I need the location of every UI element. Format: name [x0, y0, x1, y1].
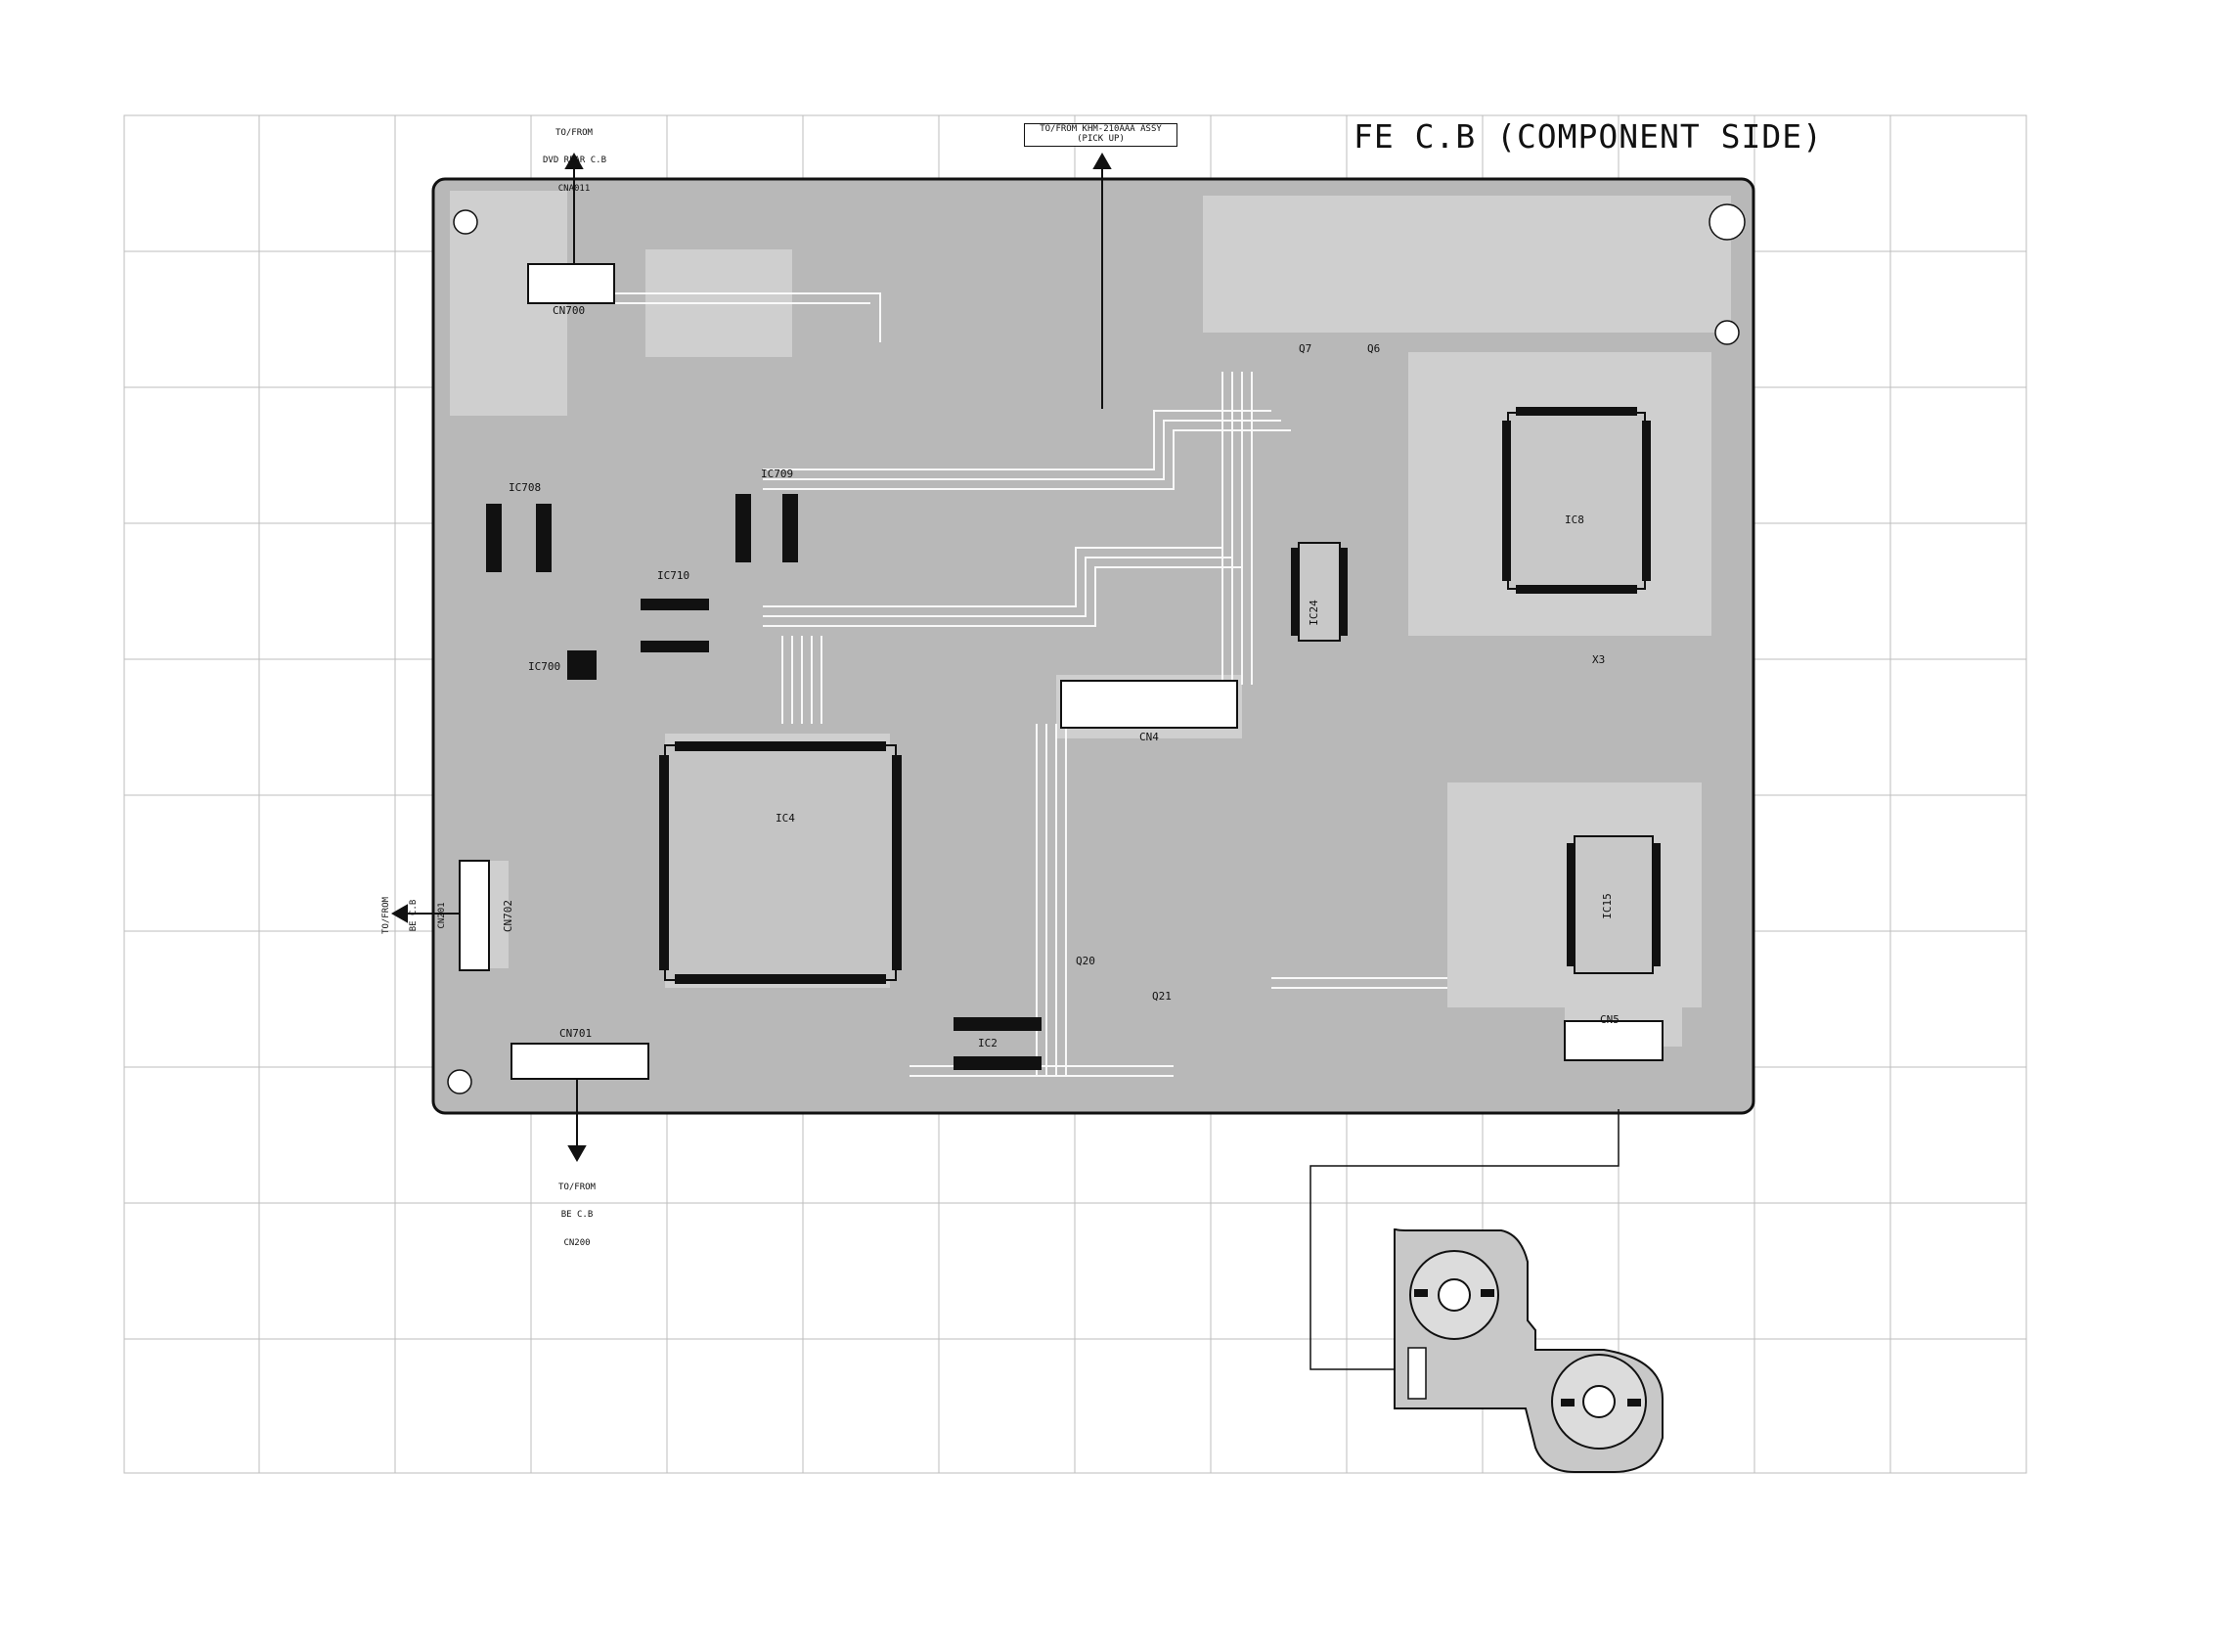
label-q7: Q7 — [1299, 342, 1311, 355]
note-bottom: TO/FROM BE C.B CN200 — [548, 1165, 606, 1267]
note-line: (PICK UP) — [1025, 135, 1176, 145]
label-cn4: CN4 — [1139, 731, 1159, 743]
diagram-title: FE C.B (COMPONENT SIDE) — [1354, 117, 1823, 156]
label-cn700: CN700 — [553, 304, 585, 317]
note-line: TO/FROM — [548, 1183, 606, 1192]
label-ic700: IC700 — [528, 660, 560, 673]
label-q21: Q21 — [1152, 990, 1172, 1003]
label-ic24: IC24 — [1308, 600, 1320, 626]
ic8-package — [1502, 407, 1651, 594]
note-top-center: TO/FROM KHM-210AAA ASSY (PICK UP) — [1024, 123, 1177, 147]
label-q20: Q20 — [1076, 955, 1095, 967]
label-cn702: CN702 — [502, 900, 514, 932]
label-ic710: IC710 — [657, 569, 689, 582]
note-left: TO/FROM BE C.B CN201 — [364, 886, 466, 945]
note-top-left: TO/FROM DVD REAR C.B CNA011 — [543, 111, 605, 212]
label-cn5: CN5 — [1600, 1013, 1620, 1026]
label-ic15: IC15 — [1601, 893, 1614, 919]
label-ic709: IC709 — [761, 468, 793, 480]
note-line: BE C.B — [548, 1211, 606, 1220]
label-q6: Q6 — [1367, 342, 1380, 355]
label-ic708: IC708 — [509, 481, 541, 494]
note-line: TO/FROM — [543, 129, 605, 138]
sub-board — [1395, 1228, 1663, 1472]
label-ic8: IC8 — [1565, 513, 1584, 526]
ic15-package — [1567, 836, 1661, 973]
note-line: CN201 — [438, 886, 447, 945]
label-ic4: IC4 — [776, 812, 795, 825]
label-ic2: IC2 — [978, 1037, 998, 1049]
note-line: DVD REAR C.B — [543, 156, 605, 165]
label-x3: X3 — [1592, 653, 1605, 666]
note-line: CN200 — [548, 1239, 606, 1248]
note-line: BE C.B — [410, 886, 419, 945]
ic4-package — [659, 741, 902, 984]
note-line: TO/FROM — [382, 886, 391, 945]
label-cn701: CN701 — [559, 1027, 592, 1040]
note-line: CNA011 — [543, 185, 605, 194]
ic24-package — [1291, 543, 1348, 641]
